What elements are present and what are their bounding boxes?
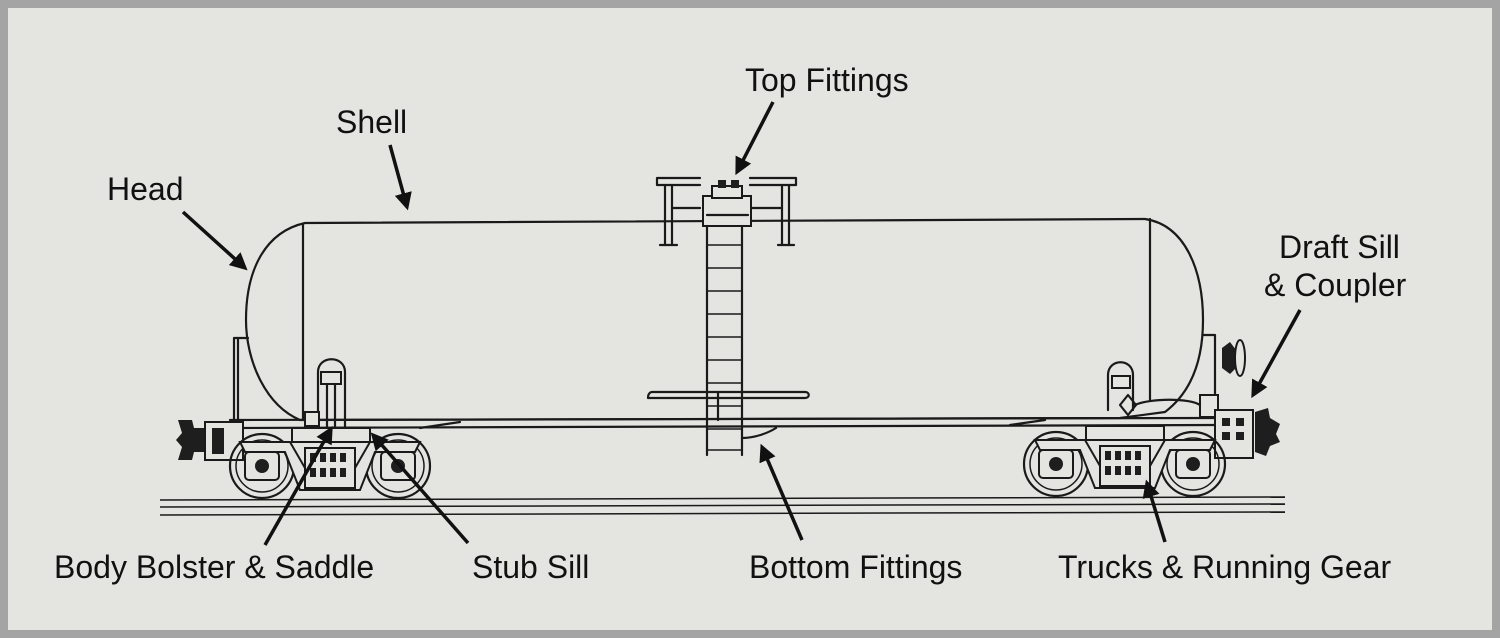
head-bracket: [232, 336, 250, 422]
tank-shell: [228, 217, 1217, 430]
label-shell: Shell: [336, 104, 407, 140]
arrow-body-bolster: [263, 425, 333, 546]
right-truck: [1022, 425, 1227, 498]
arrow-draft-sill: [1251, 309, 1302, 399]
arrow-trucks: [1142, 479, 1167, 543]
label-draft-sill-line2: & Coupler: [1264, 267, 1407, 303]
left-truck: [228, 427, 432, 500]
arrow-bottom-fittings: [759, 443, 804, 541]
arrow-stub-sill: [370, 432, 470, 545]
arrow-shell: [388, 144, 412, 211]
label-head: Head: [107, 171, 184, 207]
label-stub-sill: Stub Sill: [472, 549, 589, 585]
label-body-bolster: Body Bolster & Saddle: [54, 549, 374, 585]
arrow-head: [181, 210, 248, 271]
label-trucks: Trucks & Running Gear: [1058, 549, 1392, 585]
label-draft-sill-line1: Draft Sill: [1279, 229, 1400, 265]
leader-arrows: [181, 101, 1302, 546]
left-end-assembly: [176, 358, 347, 461]
label-bottom-fittings: Bottom Fittings: [749, 549, 962, 585]
label-top-fittings: Top Fittings: [745, 62, 909, 98]
top-fittings-assembly: [646, 176, 810, 457]
arrow-top-fittings: [735, 101, 775, 176]
rail-track: [159, 496, 1286, 516]
